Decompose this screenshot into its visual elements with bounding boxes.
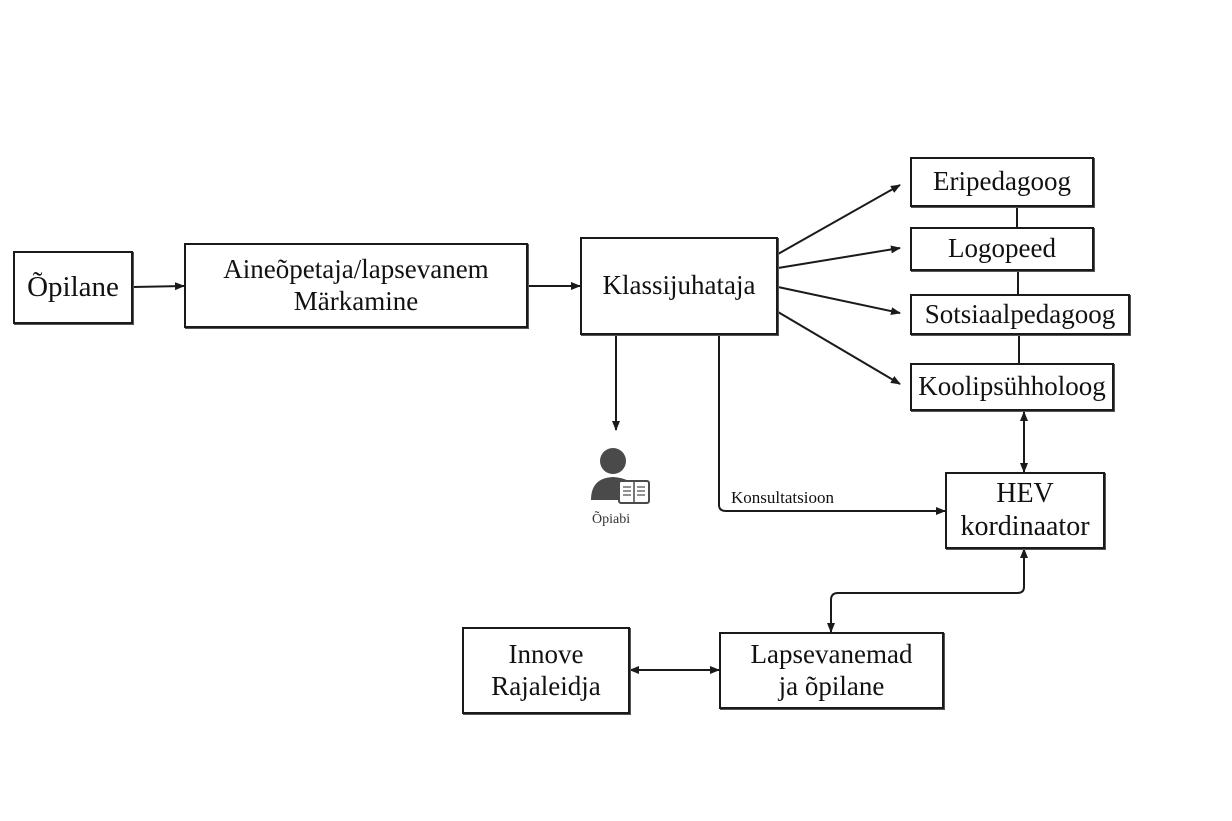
node-label-line-1: Lapsevanemad [750,639,913,670]
node-sotsiaalpedagoog: Sotsiaalpedagoog [910,294,1130,335]
edge-klassijuhataja-hev [718,336,946,515]
node-label: Klassijuhataja [602,270,756,301]
node-label-line-1: Innove [508,639,584,670]
node-klassijuhataja: Klassijuhataja [580,237,778,335]
edge-opilane-aineopetaja [132,282,185,291]
node-innove-rajaleidja: Innove Rajaleidja [462,627,630,714]
edge-hev-lapsevanemad [827,548,1028,633]
edge-klassijuhataja-sotsiaalpedagoog [777,286,901,316]
opiabi-label: Õpiabi [592,512,631,527]
node-eripedagoog: Eripedagoog [910,157,1094,207]
node-label: Eripedagoog [933,166,1071,197]
edge-label-konsultatsioon: Konsultatsioon [731,488,834,507]
node-label-line-1: HEV [996,478,1054,510]
edge-klassijuhataja-logopeed [777,245,901,269]
node-label: Õpilane [27,270,119,303]
node-label-line-2: Rajaleidja [491,670,601,701]
node-opilane: Õpilane [13,251,133,324]
edge-klassijuhataja-koolipsuhholoog [777,311,901,385]
node-lapsevanemad: Lapsevanemad ja õpilane [719,632,944,709]
person-reading-book-icon [591,448,650,504]
node-label-line-2: ja õpilane [778,670,885,701]
node-aineopetaja: Aineõpetaja/lapsevanem Märkamine [184,243,528,328]
node-label-line-2: kordinaator [960,510,1090,542]
node-label: Sotsiaalpedagoog [924,298,1116,329]
node-logopeed: Logopeed [910,227,1094,271]
node-hev-kordinaator: HEV kordinaator [945,472,1105,549]
node-label-line-2: Märkamine [293,285,419,316]
edge-klassijuhataja-eripedagoog [777,184,901,255]
node-koolipsuhholoog: Koolipsühholoog [910,363,1114,411]
node-label: Koolipsühholoog [918,371,1106,402]
node-label-line-1: Aineõpetaja/lapsevanem [223,254,489,285]
node-label: Logopeed [948,233,1056,264]
